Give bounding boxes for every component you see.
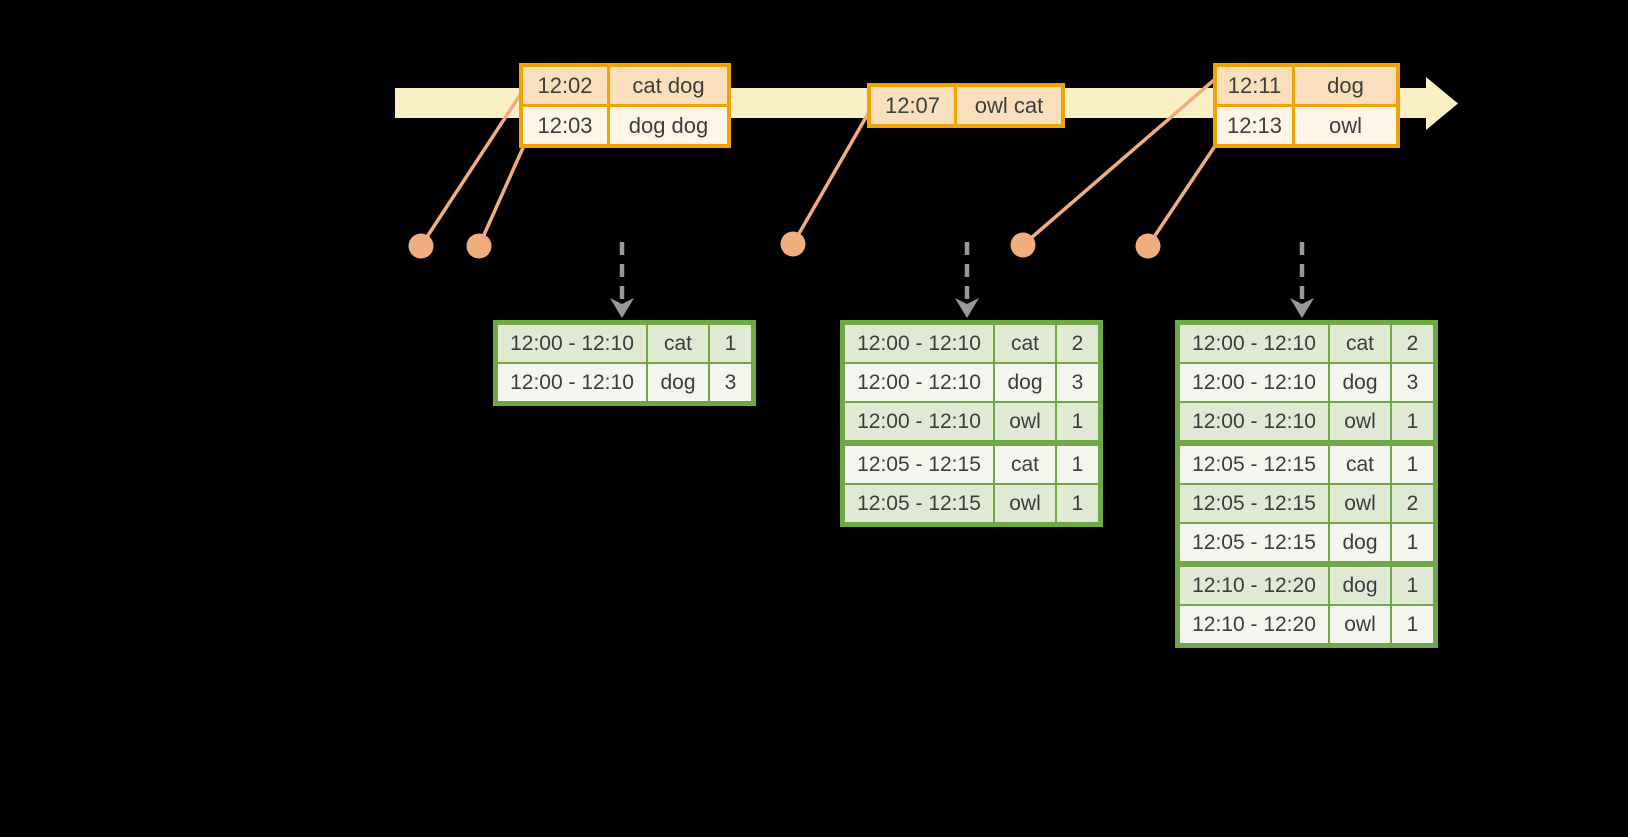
event-dots (408, 231, 1161, 259)
word-cell: cat (1328, 440, 1392, 485)
event-row: 12:13 owl (1213, 104, 1400, 148)
window-cell: 12:00 - 12:10 (1176, 362, 1330, 403)
event-dot-icon (408, 233, 434, 259)
word-cell: cat (1328, 321, 1392, 364)
word-cell: owl (1328, 401, 1392, 444)
word-cell: dog (993, 362, 1057, 403)
event-row: 12:02 cat dog (519, 63, 731, 107)
word-cell: owl (1328, 483, 1392, 524)
result-row: 12:00 - 12:10 cat 2 (841, 321, 1102, 364)
word-cell: cat (993, 440, 1057, 485)
arrowhead-icon (610, 298, 634, 318)
result-row: 12:00 - 12:10 dog 3 (494, 362, 755, 405)
count-cell: 3 (1390, 362, 1437, 403)
event-time: 12:13 (1213, 104, 1295, 148)
window-cell: 12:00 - 12:10 (1176, 321, 1330, 364)
word-cell: cat (646, 321, 710, 364)
result-row: 12:00 - 12:10 dog 3 (841, 362, 1102, 403)
window-cell: 12:05 - 12:15 (841, 440, 995, 485)
window-cell: 12:00 - 12:10 (841, 362, 995, 403)
result-row: 12:10 - 12:20 dog 1 (1176, 561, 1437, 606)
connector-line (477, 140, 528, 247)
word-cell: cat (993, 321, 1057, 364)
result-row: 12:00 - 12:10 owl 1 (841, 401, 1102, 444)
window-cell: 12:05 - 12:15 (1176, 440, 1330, 485)
event-time: 12:11 (1213, 63, 1295, 107)
event-dot-icon (780, 231, 806, 257)
result-row: 12:00 - 12:10 cat 2 (1176, 321, 1437, 364)
count-cell: 3 (1055, 362, 1102, 403)
count-cell: 1 (1390, 522, 1437, 565)
event-words: dog dog (607, 104, 731, 148)
window-cell: 12:05 - 12:15 (1176, 522, 1330, 565)
result-table-1: 12:00 - 12:10 cat 1 12:00 - 12:10 dog 3 (493, 320, 756, 406)
count-cell: 1 (708, 321, 755, 364)
event-words: owl cat (954, 83, 1065, 128)
event-dot-icon (1135, 233, 1161, 259)
result-table-2: 12:00 - 12:10 cat 2 12:00 - 12:10 dog 3 … (840, 320, 1103, 527)
word-cell: owl (993, 483, 1057, 526)
connector-line (791, 111, 871, 245)
event-words: owl (1292, 104, 1400, 148)
count-cell: 1 (1055, 483, 1102, 526)
window-cell: 12:10 - 12:20 (1176, 604, 1330, 647)
trigger-arrowheads (610, 298, 1314, 318)
result-row: 12:05 - 12:15 owl 2 (1176, 483, 1437, 524)
event-row: 12:11 dog (1213, 63, 1400, 107)
event-words: cat dog (607, 63, 731, 107)
timeline-arrowhead-icon (1426, 77, 1458, 130)
window-cell: 12:00 - 12:10 (494, 362, 648, 405)
count-cell: 3 (708, 362, 755, 405)
count-cell: 1 (1055, 440, 1102, 485)
event-table-3: 12:11 dog 12:13 owl (1213, 63, 1400, 148)
result-row: 12:00 - 12:10 dog 3 (1176, 362, 1437, 403)
connector-line (1146, 139, 1221, 247)
window-cell: 12:00 - 12:10 (841, 401, 995, 444)
event-table-1: 12:02 cat dog 12:03 dog dog (519, 63, 731, 148)
window-cell: 12:00 - 12:10 (494, 321, 648, 364)
count-cell: 2 (1390, 321, 1437, 364)
count-cell: 1 (1390, 440, 1437, 485)
word-cell: owl (993, 401, 1057, 444)
window-cell: 12:00 - 12:10 (841, 321, 995, 364)
result-row: 12:00 - 12:10 owl 1 (1176, 401, 1437, 444)
connector-line (419, 91, 524, 247)
word-cell: dog (1328, 362, 1392, 403)
result-row: 12:05 - 12:15 owl 1 (841, 483, 1102, 526)
word-cell: dog (646, 362, 710, 405)
count-cell: 2 (1055, 321, 1102, 364)
word-cell: dog (1328, 561, 1392, 606)
word-cell: owl (1328, 604, 1392, 647)
event-words: dog (1292, 63, 1400, 107)
event-table-2: 12:07 owl cat (867, 83, 1065, 128)
event-time: 12:02 (519, 63, 610, 107)
result-row: 12:00 - 12:10 cat 1 (494, 321, 755, 364)
count-cell: 1 (1055, 401, 1102, 444)
connector-line (1021, 78, 1216, 247)
window-cell: 12:00 - 12:10 (1176, 401, 1330, 444)
event-time: 12:03 (519, 104, 610, 148)
arrowhead-icon (1290, 298, 1314, 318)
result-row: 12:10 - 12:20 owl 1 (1176, 604, 1437, 647)
count-cell: 1 (1390, 401, 1437, 444)
event-connector-lines (419, 78, 1221, 247)
count-cell: 1 (1390, 604, 1437, 647)
window-cell: 12:10 - 12:20 (1176, 561, 1330, 606)
window-cell: 12:05 - 12:15 (841, 483, 995, 526)
result-table-3: 12:00 - 12:10 cat 2 12:00 - 12:10 dog 3 … (1175, 320, 1438, 648)
event-row: 12:07 owl cat (867, 83, 1065, 128)
word-cell: dog (1328, 522, 1392, 565)
event-time: 12:07 (867, 83, 957, 128)
arrowhead-icon (955, 298, 979, 318)
event-dot-icon (466, 233, 492, 259)
event-row: 12:03 dog dog (519, 104, 731, 148)
trigger-arrows (619, 242, 1305, 300)
count-cell: 2 (1390, 483, 1437, 524)
result-row: 12:05 - 12:15 dog 1 (1176, 522, 1437, 565)
count-cell: 1 (1390, 561, 1437, 606)
result-row: 12:05 - 12:15 cat 1 (841, 440, 1102, 485)
window-cell: 12:05 - 12:15 (1176, 483, 1330, 524)
result-row: 12:05 - 12:15 cat 1 (1176, 440, 1437, 485)
event-dot-icon (1010, 232, 1036, 258)
